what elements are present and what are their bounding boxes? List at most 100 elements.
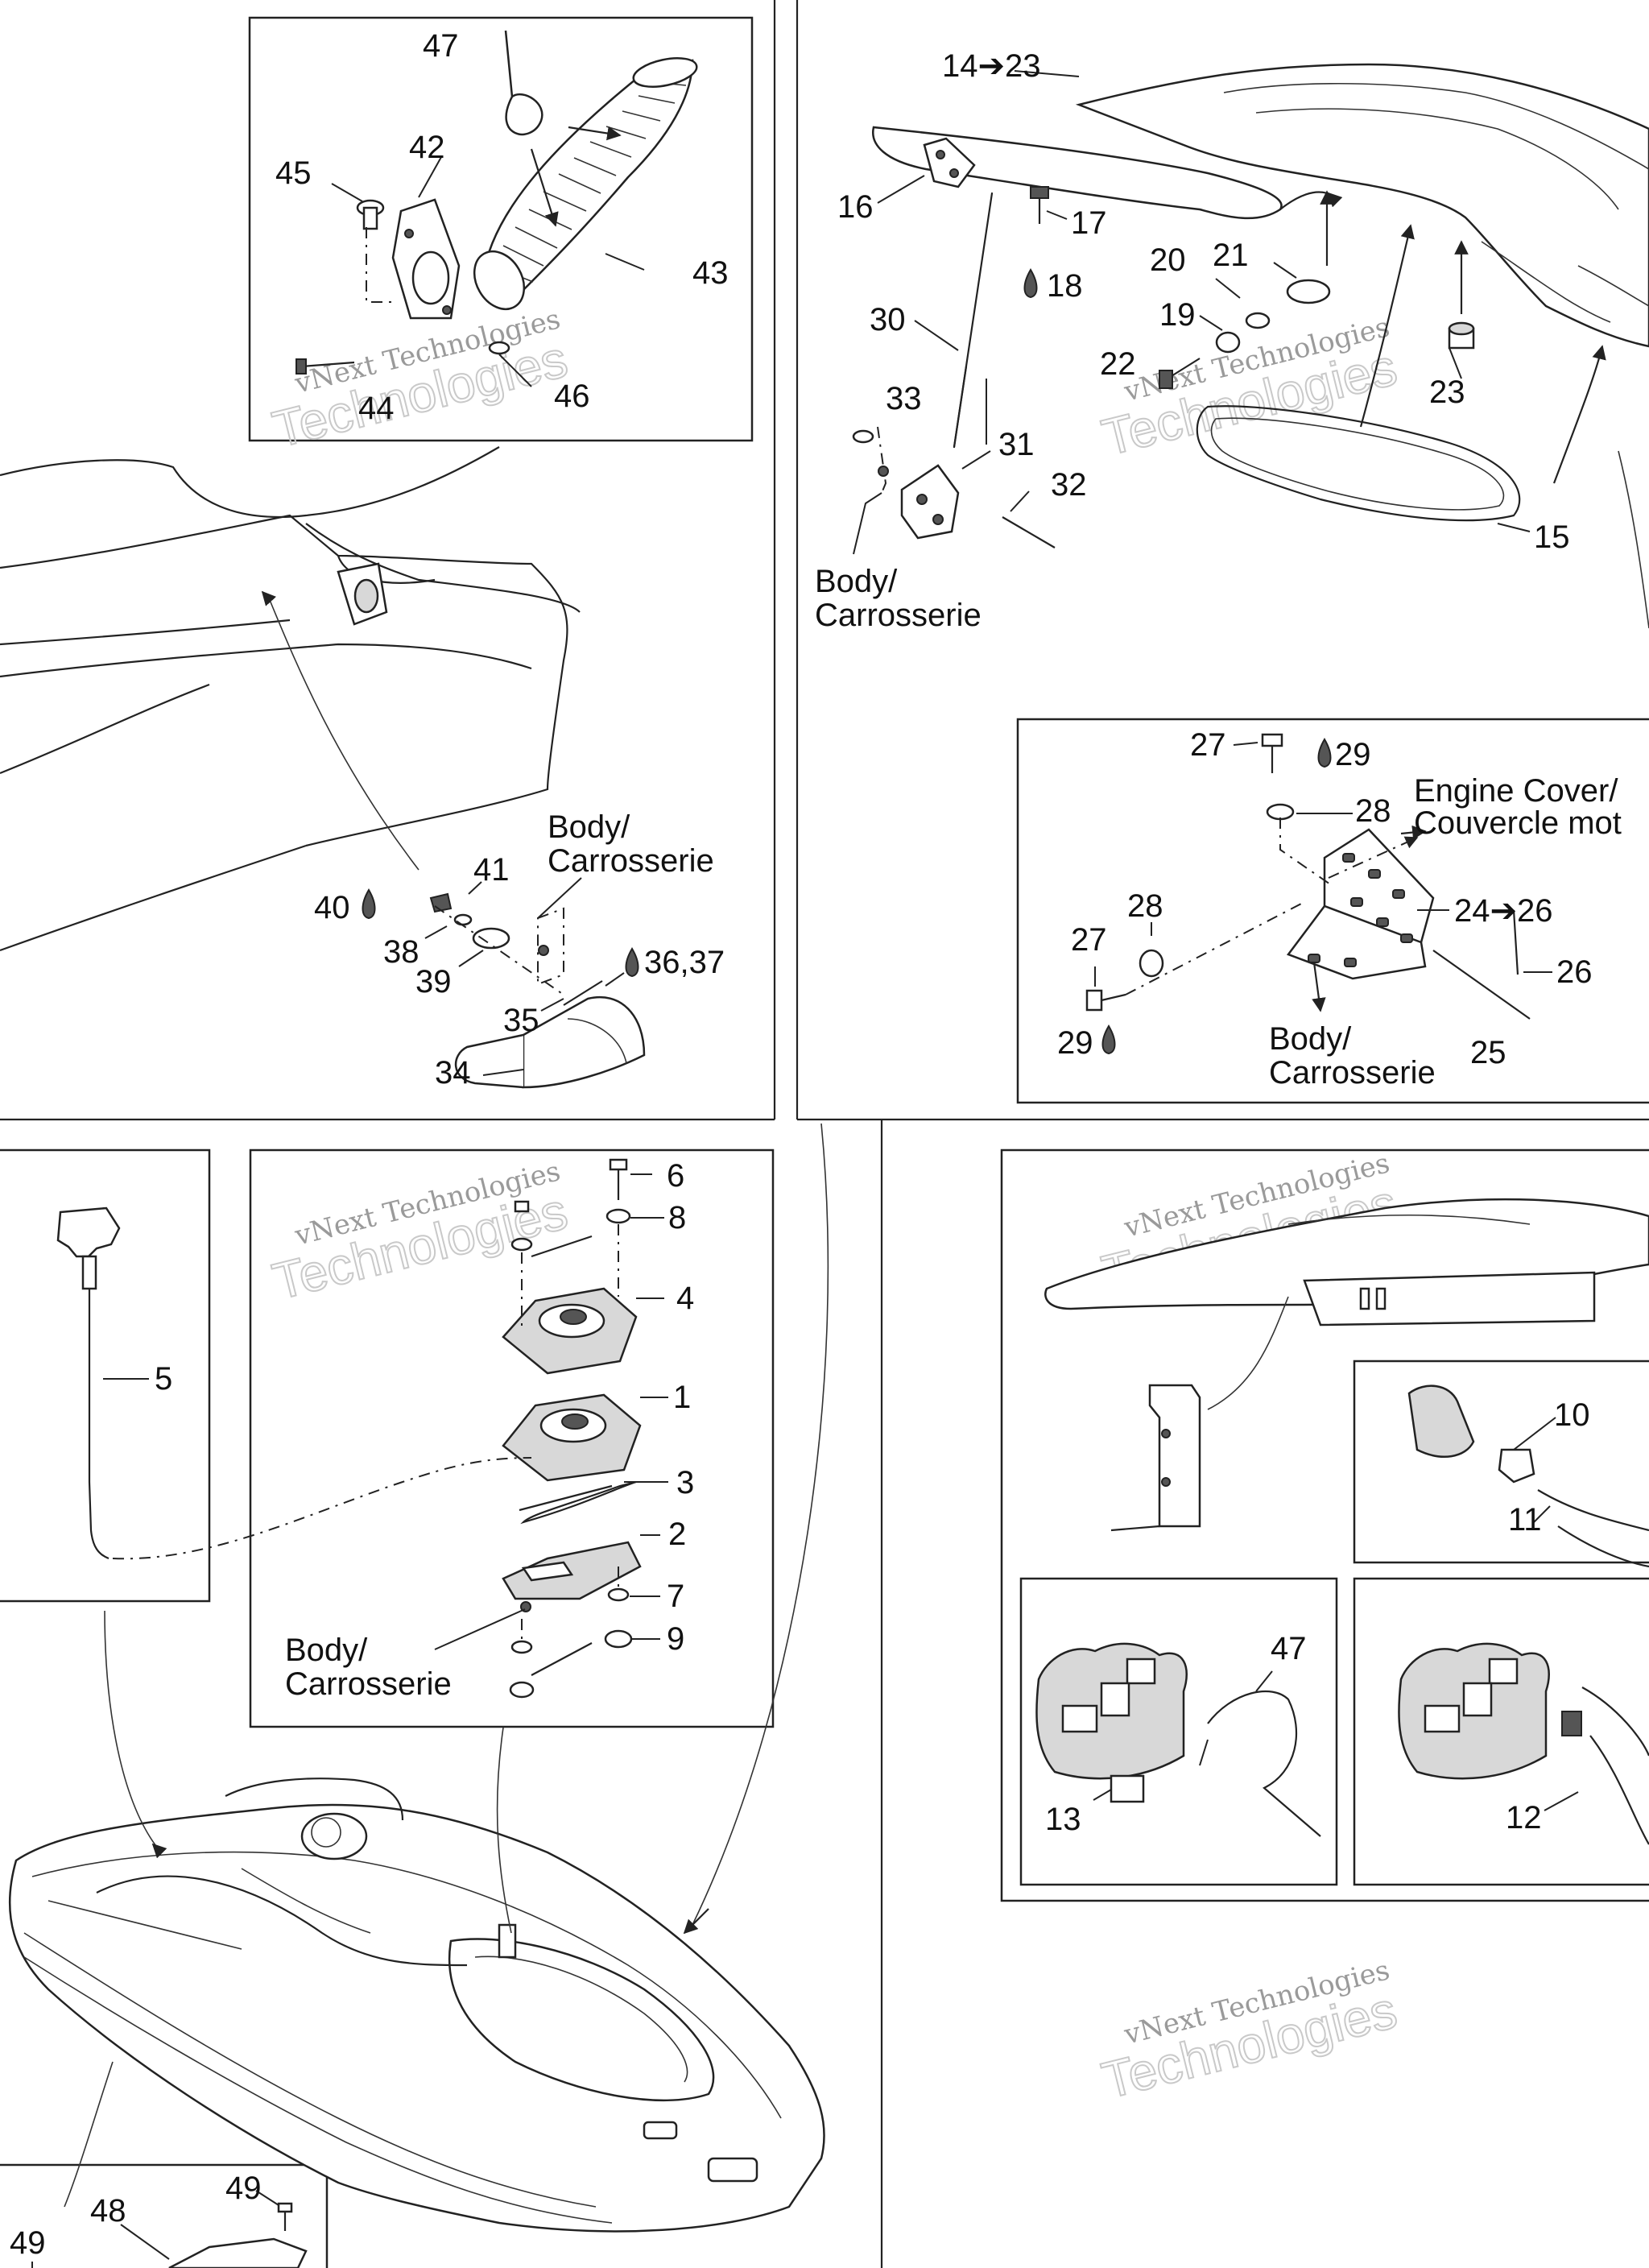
cable-route	[96, 1875, 468, 1967]
callout-16: 16	[837, 189, 874, 225]
callout-43: 43	[692, 255, 729, 291]
callout-7: 7	[667, 1579, 684, 1614]
callout-46: 46	[554, 379, 590, 414]
body-label: Body/	[1269, 1021, 1352, 1057]
seat-storage-panel: 14➔23 16 17 18 30 20 21 19 22 33 31 32 2…	[815, 48, 1649, 633]
callout-35: 35	[503, 1003, 539, 1038]
callout-25: 25	[1470, 1035, 1506, 1070]
thread-locker-drop-icon	[1317, 738, 1332, 768]
callout-20: 20	[1150, 242, 1186, 278]
callout-41: 41	[473, 852, 510, 888]
boat-hull	[8, 1803, 825, 2233]
callout-3: 3	[676, 1465, 694, 1500]
callout-38: 38	[383, 934, 419, 970]
hinge-frame	[1016, 718, 1649, 1104]
callout-28-left: 28	[1127, 888, 1163, 924]
callout-47: 47	[423, 28, 459, 64]
callout-10: 10	[1554, 1397, 1590, 1433]
exhaust-vent-frame	[248, 16, 754, 442]
callout-40: 40	[314, 890, 350, 925]
callout-47-tie: 47	[1271, 1631, 1307, 1666]
callout-2: 2	[668, 1517, 686, 1552]
callout-12: 12	[1506, 1800, 1542, 1836]
thread-locker-drop-icon	[1023, 268, 1038, 299]
callout-32: 32	[1051, 467, 1087, 503]
body-label: Body/	[815, 564, 898, 599]
callout-23: 23	[1429, 375, 1465, 410]
callout-11: 11	[1508, 1502, 1542, 1538]
callout-27-left: 27	[1071, 922, 1107, 958]
boat-overview	[8, 1123, 829, 2233]
thread-locker-drop-icon	[625, 947, 639, 978]
callout-14-23: 14➔23	[942, 48, 1041, 84]
callout-33: 33	[886, 381, 922, 416]
carrosserie-label: Carrosserie	[285, 1666, 452, 1702]
callout-39: 39	[415, 964, 452, 999]
strap	[504, 30, 543, 135]
dipstick-handle	[56, 1206, 121, 1258]
dipstick-frame	[0, 1148, 211, 1603]
mounting-bracket	[1148, 1384, 1201, 1528]
cable-tie-panel: 10 11 47 13 12	[1035, 1198, 1649, 1845]
tie-subframe-left	[1019, 1577, 1338, 1886]
storage-tub	[1075, 63, 1649, 348]
bottom-left-panel: 49 48 49	[10, 2171, 308, 2268]
callout-9: 9	[667, 1621, 684, 1657]
callout-45: 45	[275, 155, 312, 191]
handle-mount-panel: Body/ Carrosserie 41 40 38 39 35 36,37 3…	[314, 809, 725, 1091]
body-label: Body/	[548, 809, 630, 845]
callout-27-top: 27	[1190, 727, 1226, 763]
thread-locker-drop-icon	[1101, 1024, 1116, 1055]
fastener-subframe	[1353, 1360, 1649, 1564]
callout-24-26: 24➔26	[1454, 893, 1553, 929]
exhaust-vent-panel: 47 42 45 43 46 44	[275, 28, 729, 426]
dipstick-panel: 5	[56, 1206, 172, 1560]
callout-42: 42	[409, 130, 445, 165]
bracket-stack-panel: 6 8 4 1 3 2 7 9 Body/ Carrosserie	[285, 1158, 694, 1702]
callout-18: 18	[1047, 268, 1083, 304]
callout-34: 34	[435, 1055, 471, 1091]
callout-29-top: 29	[1335, 737, 1371, 772]
callout-36-37: 36,37	[644, 945, 725, 980]
callout-17: 17	[1071, 205, 1107, 241]
callout-5: 5	[155, 1361, 172, 1397]
callout-29-left: 29	[1057, 1025, 1093, 1061]
engine-cover-label: Engine Cover/	[1414, 773, 1618, 809]
bracket-stack-frame	[249, 1148, 775, 1728]
callout-19: 19	[1159, 297, 1196, 333]
callout-1: 1	[673, 1380, 691, 1415]
callout-15: 15	[1534, 519, 1570, 555]
callout-6: 6	[667, 1158, 684, 1194]
callout-49-top: 49	[225, 2171, 262, 2206]
tie-subframe-right	[1353, 1577, 1649, 1886]
callout-28-top: 28	[1355, 793, 1391, 829]
dipstick-route	[112, 1457, 532, 1560]
carrosserie-label: Carrosserie	[815, 598, 982, 633]
callout-30: 30	[870, 302, 906, 337]
cable-tie-left	[1207, 1690, 1321, 1837]
callout-31: 31	[998, 427, 1035, 462]
boat-cockpit	[448, 1938, 715, 2102]
gasket	[1196, 405, 1521, 522]
callout-49-left: 49	[10, 2225, 46, 2261]
carrosserie-label: Carrosserie	[548, 843, 714, 879]
callout-26: 26	[1556, 954, 1593, 990]
callout-4: 4	[676, 1281, 694, 1316]
callout-21: 21	[1213, 238, 1249, 273]
mount-plate	[502, 1541, 642, 1600]
seat-lid	[872, 126, 1283, 220]
hull-side-view	[0, 446, 581, 952]
body-label: Body/	[285, 1633, 368, 1668]
flex-hose	[481, 59, 694, 292]
callout-48: 48	[90, 2193, 126, 2229]
thread-locker-drop-icon	[362, 888, 376, 920]
carrosserie-label: Carrosserie	[1269, 1055, 1436, 1091]
couvercle-label: Couvercle mot	[1414, 805, 1622, 841]
callout-44: 44	[358, 391, 395, 426]
callout-8: 8	[668, 1200, 686, 1235]
bottom-left-frame	[0, 2163, 329, 2268]
cable-tie-frame	[1000, 1148, 1649, 1902]
hinge-lower-leaf	[1286, 904, 1427, 980]
grab-handle	[522, 995, 646, 1089]
